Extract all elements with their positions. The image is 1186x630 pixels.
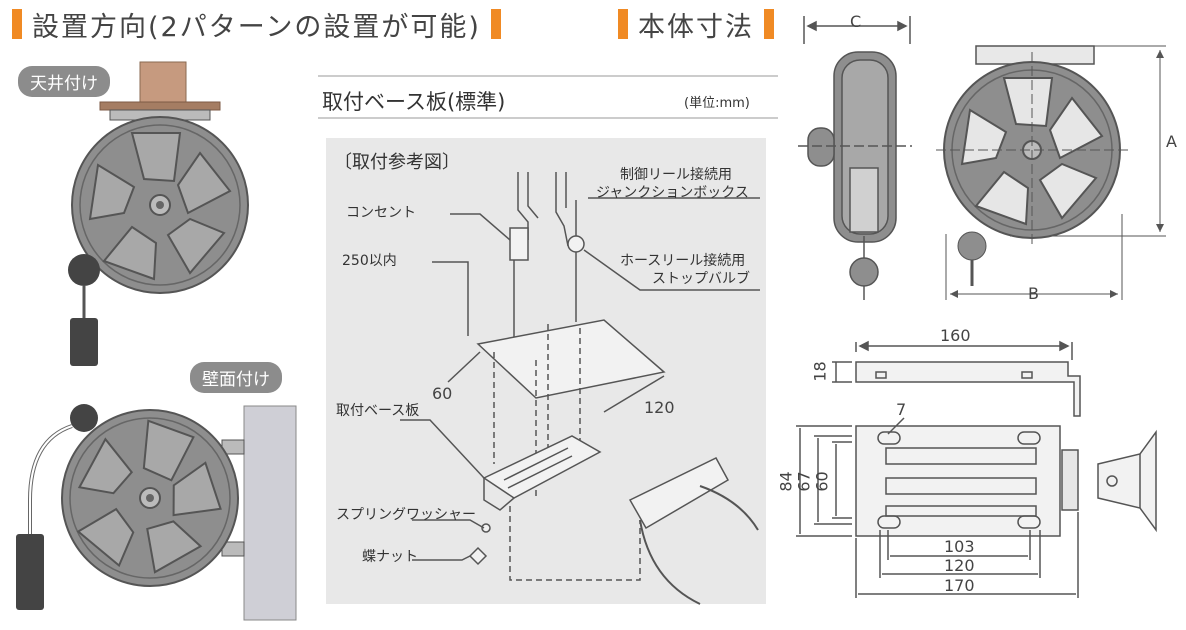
- wall-mount-illustration: [16, 404, 297, 621]
- ceiling-mount-label: 天井付け: [18, 66, 110, 97]
- accent-bar: [12, 9, 22, 39]
- unit-label: (単位:mm): [684, 96, 750, 111]
- within-label: 250以内: [342, 253, 397, 269]
- dim-b-label: B: [1028, 284, 1039, 303]
- junction-label-2: ジャンクションボックス: [596, 185, 749, 201]
- plate-top-view: [796, 417, 1079, 598]
- dim-60-label: 60: [432, 384, 453, 403]
- dim-c-label: C: [850, 12, 862, 31]
- base-plate-title: 取付ベース板(標準): [322, 90, 506, 114]
- reference-title: 〔取付参考図〕: [334, 152, 460, 173]
- dim-a-label: A: [1166, 132, 1177, 151]
- dim-170-label: 170: [944, 576, 975, 595]
- orientation-title-text: 設置方向(2パターンの設置が可能): [32, 11, 481, 43]
- accent-bar: [618, 9, 628, 39]
- plate-side-profile: [832, 340, 1081, 417]
- washer-label: スプリングワッシャー: [336, 507, 476, 523]
- dim-120-plate-label: 120: [944, 556, 975, 575]
- accent-bar: [490, 9, 501, 39]
- dimensions-title: 本体寸法: [618, 4, 774, 44]
- bracket-side-view: [1097, 429, 1157, 533]
- outlet-label: コンセント: [346, 205, 416, 221]
- orientation-title: 設置方向(2パターンの設置が可能): [12, 4, 501, 44]
- mounting-reference-drawing: [400, 172, 760, 605]
- nut-label: 蝶ナット: [362, 549, 418, 565]
- base-plate-callout: 取付ベース板: [336, 403, 420, 419]
- dimensions-title-text: 本体寸法: [638, 11, 754, 43]
- dim-60-plate-label: 60: [812, 471, 832, 492]
- dim-84-label: 84: [776, 471, 796, 492]
- ceiling-mount-illustration: [68, 61, 249, 366]
- reel-side-view: [798, 16, 912, 300]
- dim-120-label: 120: [644, 398, 675, 417]
- dim-103-label: 103: [944, 537, 975, 556]
- dim-160-label: 160: [940, 326, 971, 345]
- valve-label-2: ストップバルブ: [652, 271, 750, 287]
- junction-label-1: 制御リール接続用: [620, 167, 732, 183]
- reel-front-view: [936, 45, 1166, 300]
- accent-bar: [764, 9, 774, 39]
- dim-7-label: 7: [896, 400, 907, 419]
- wall-mount-label: 壁面付け: [190, 362, 282, 393]
- valve-label-1: ホースリール接続用: [620, 253, 746, 269]
- dim-67-label: 67: [794, 471, 814, 492]
- dim-18-label: 18: [810, 361, 830, 382]
